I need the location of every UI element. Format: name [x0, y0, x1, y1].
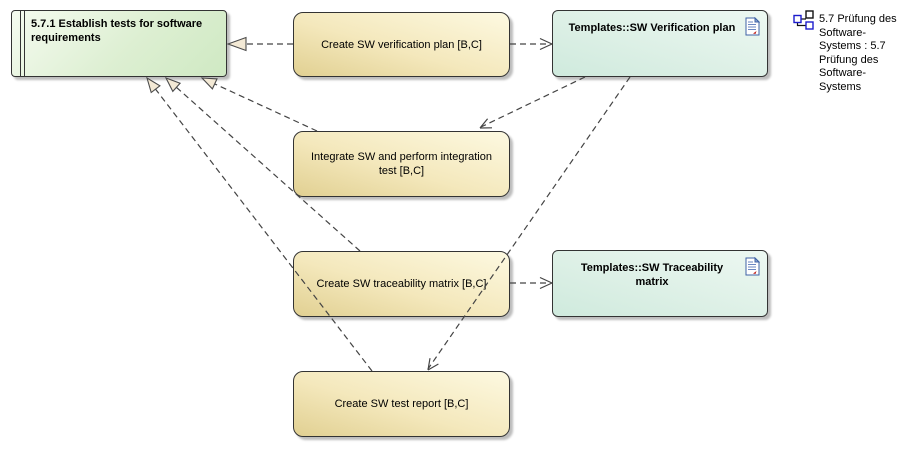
edge-template-to-testreport: [427, 76, 631, 370]
node-create-sw-traceability-matrix[interactable]: Create SW traceability matrix [B,C]: [293, 251, 510, 317]
hollow-triangle-arrowhead: [146, 76, 161, 94]
open-arrowhead: [479, 118, 493, 129]
node-label: Templates::SW Verification plan: [568, 22, 736, 34]
open-arrowhead: [539, 37, 553, 51]
node-template-sw-traceability-matrix[interactable]: Templates::SW Traceability matrix: [552, 250, 768, 317]
node-label: Create SW verification plan [B,C]: [321, 38, 482, 51]
edge-template-to-integrate: [480, 76, 586, 128]
diagram-frame-annotation[interactable]: 5.7 Prüfung des Software-Systems : 5.7 P…: [819, 13, 907, 94]
document-artifact-icon: [745, 257, 760, 276]
partition-double-line: [20, 11, 25, 76]
node-label: Integrate SW and perform integration tes…: [311, 151, 492, 177]
annotation-label: 5.7 Prüfung des Software-Systems : 5.7 P…: [819, 13, 897, 93]
node-create-sw-verification-plan[interactable]: Create SW verification plan [B,C]: [293, 12, 510, 77]
node-template-sw-verification-plan[interactable]: Templates::SW Verification plan: [552, 10, 768, 77]
document-artifact-icon: [745, 17, 760, 36]
hollow-triangle-arrowhead: [226, 36, 247, 52]
node-establish-tests-requirement[interactable]: 5.7.1 Establish tests for software requi…: [11, 10, 227, 77]
hollow-triangle-arrowhead: [164, 76, 182, 93]
hollow-triangle-arrowhead: [200, 77, 218, 90]
node-create-sw-test-report[interactable]: Create SW test report [B,C]: [293, 371, 510, 437]
open-arrowhead: [539, 276, 553, 290]
node-label: Create SW test report [B,C]: [334, 398, 469, 410]
node-label: 5.7.1 Establish tests for software requi…: [31, 18, 203, 44]
node-integrate-sw[interactable]: Integrate SW and perform integration tes…: [293, 131, 510, 197]
node-label: Templates::SW Traceability matrix: [580, 262, 724, 288]
node-label: Create SW traceability matrix [B,C]: [316, 278, 487, 290]
composite-diagram-icon: [793, 10, 814, 30]
edge-integrate-to-requirement: [214, 83, 318, 132]
open-arrowhead: [427, 358, 439, 371]
